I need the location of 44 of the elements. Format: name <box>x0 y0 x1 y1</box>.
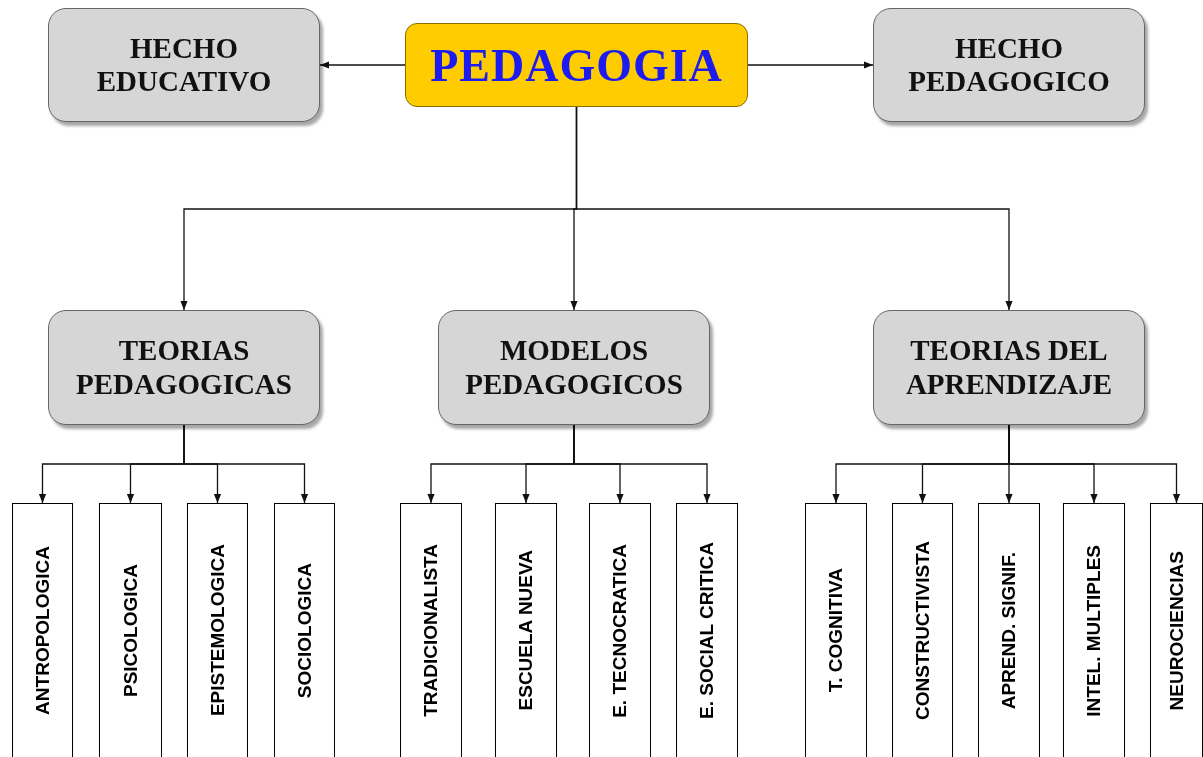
title-text: PEDAGOGIA <box>430 38 723 92</box>
leaf-box <box>274 503 335 757</box>
connector-arrow <box>575 106 1013 311</box>
topic-text: TEORIAS DEL APRENDIZAJE <box>904 334 1114 401</box>
connector-arrow <box>747 61 874 69</box>
vertical-text: E. SOCIAL CRITICA <box>696 542 718 719</box>
leaf-box <box>187 503 248 757</box>
leaf-box <box>495 503 557 757</box>
vertical-text: EPISTEMOLOGICA <box>206 544 229 717</box>
vertical-text: ANTROPOLOGICA <box>31 546 54 715</box>
vertical-text: NEUROCIENCIAS <box>1165 550 1188 711</box>
vertical-text: ESCUELA NUEVA <box>515 550 537 711</box>
vertical-text: INTEL. MULTIPLES <box>1083 544 1105 717</box>
vertical-text: TRADICIONALISTA <box>420 544 442 717</box>
leaf-box <box>400 503 462 757</box>
topic-box <box>873 310 1145 425</box>
topic-text: HECHO PEDAGOGICO <box>907 31 1111 99</box>
connector-arrow <box>1008 424 1181 504</box>
leaf-box <box>1150 503 1203 757</box>
topic-text: MODELOS PEDAGOGICOS <box>464 334 684 401</box>
topic-box <box>48 8 320 122</box>
topic-text: TEORIAS PEDAGOGICAS <box>75 334 293 401</box>
leaf-box <box>12 503 73 757</box>
connector-arrow <box>183 424 309 504</box>
vertical-text: CONSTRUCTIVISTA <box>911 540 934 721</box>
connector-arrow <box>573 424 711 504</box>
vertical-text: T. COGNITIVA <box>825 568 847 693</box>
leaf-box <box>805 503 867 757</box>
leaf-box <box>676 503 738 757</box>
connector-arrow <box>319 61 406 69</box>
vertical-text: E. TECNOCRATICA <box>609 543 631 718</box>
leaf-box <box>589 503 651 757</box>
topic-text: HECHO EDUCATIVO <box>95 31 273 99</box>
leaf-box <box>1063 503 1125 757</box>
vertical-text: SOCIOLOGICA <box>293 562 316 699</box>
root-box <box>405 23 748 107</box>
leaf-box <box>99 503 162 757</box>
topic-box <box>48 310 320 425</box>
leaf-box <box>892 503 953 757</box>
vertical-text: PSICOLOGICA <box>119 564 142 697</box>
topic-box <box>438 310 710 425</box>
vertical-text: APREND. SIGNIF. <box>998 551 1020 710</box>
topic-box <box>873 8 1145 122</box>
leaf-box <box>978 503 1040 757</box>
